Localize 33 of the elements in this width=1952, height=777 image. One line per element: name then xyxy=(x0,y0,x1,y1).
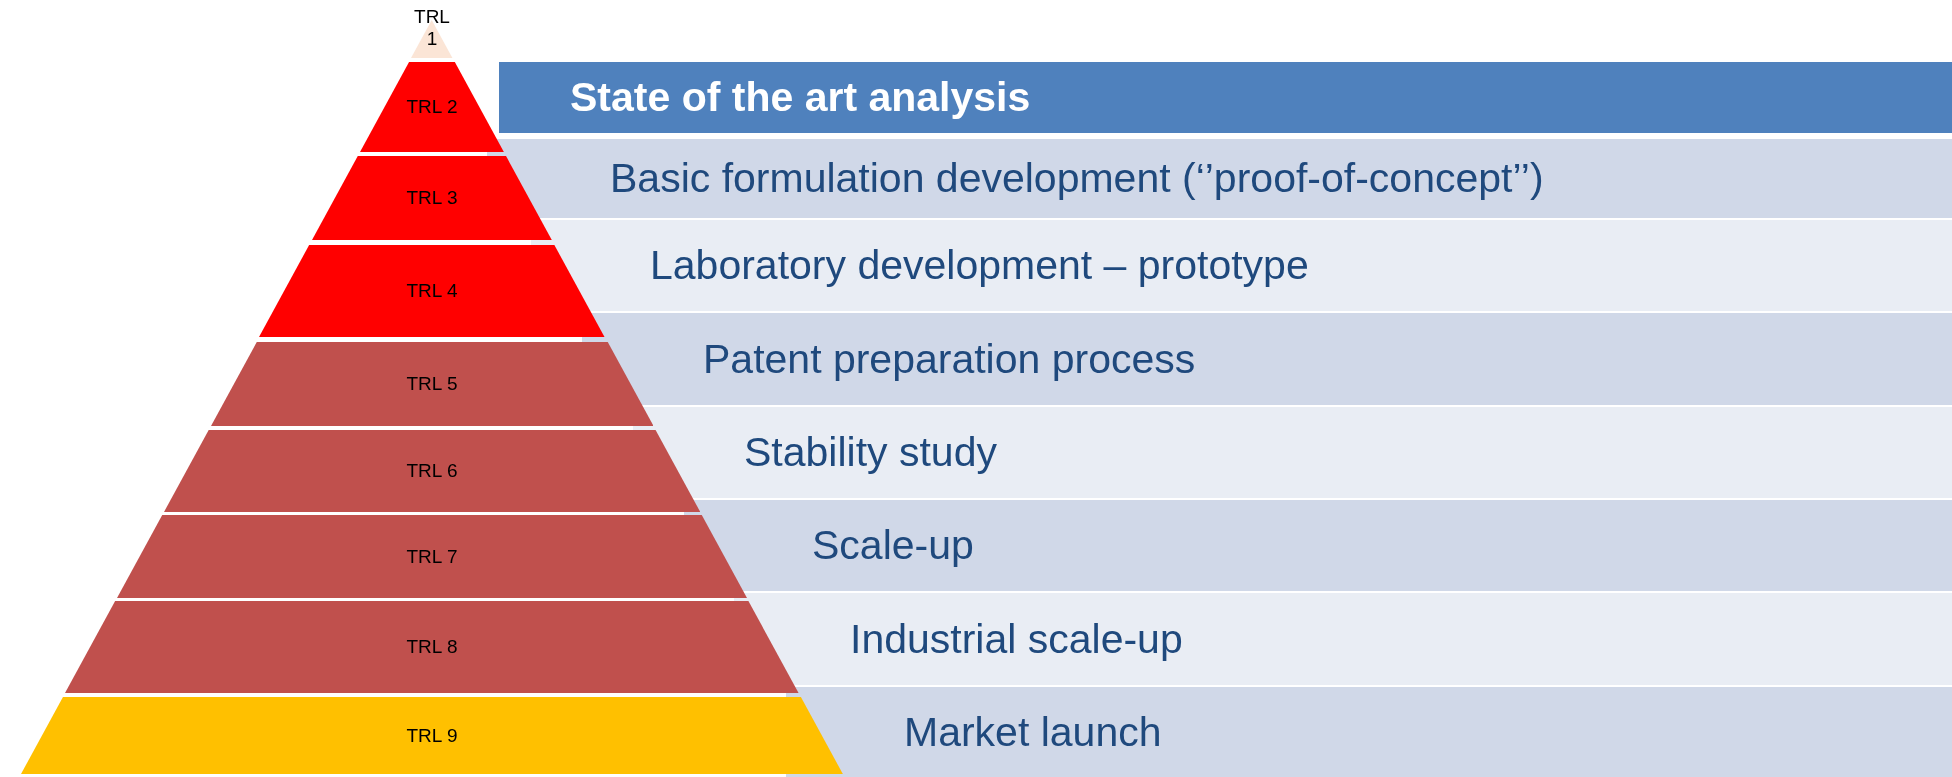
tier-label: TRL 7 xyxy=(405,545,459,568)
pyramid-tier xyxy=(21,697,843,774)
stage-text: Patent preparation process xyxy=(703,335,1196,383)
stage-text: Industrial scale-up xyxy=(850,615,1183,663)
pyramid-tier xyxy=(360,62,504,152)
stage-band xyxy=(632,407,1952,498)
tier-label: TRL 4 xyxy=(405,280,459,302)
pyramid-tier xyxy=(312,156,552,240)
tier-label: TRL 9 xyxy=(405,724,459,747)
tier-label: TRL 6 xyxy=(405,460,459,482)
stage-band xyxy=(734,593,1952,685)
stage-band xyxy=(486,139,1952,218)
pyramid-tier xyxy=(163,430,701,512)
tier-label: TRL 5 xyxy=(405,373,459,395)
tier-label: TRL 8 xyxy=(405,636,459,658)
stage-band xyxy=(785,687,1952,777)
stage-text: Scale-up xyxy=(812,522,974,569)
tier-label: TRL 1 xyxy=(413,6,451,50)
pyramid-tier xyxy=(65,601,799,693)
stage-text: Basic formulation development (‘’proof-of-concept’’) xyxy=(610,155,1544,202)
pyramid-tier xyxy=(117,515,747,598)
stage-band xyxy=(499,62,1952,133)
tier-label: TRL 3 xyxy=(405,187,459,209)
pyramid-tier xyxy=(259,245,605,337)
stage-band xyxy=(531,220,1952,311)
stage-text: Laboratory development – prototype xyxy=(650,242,1309,289)
stage-text: Market launch xyxy=(904,708,1162,756)
stage-text: State of the art analysis xyxy=(570,74,1031,121)
stage-band xyxy=(683,500,1952,591)
stage-text: Stability study xyxy=(744,429,997,476)
tier-label: TRL 2 xyxy=(405,96,459,118)
stage-band xyxy=(581,313,1952,405)
pyramid-tier xyxy=(210,342,654,426)
